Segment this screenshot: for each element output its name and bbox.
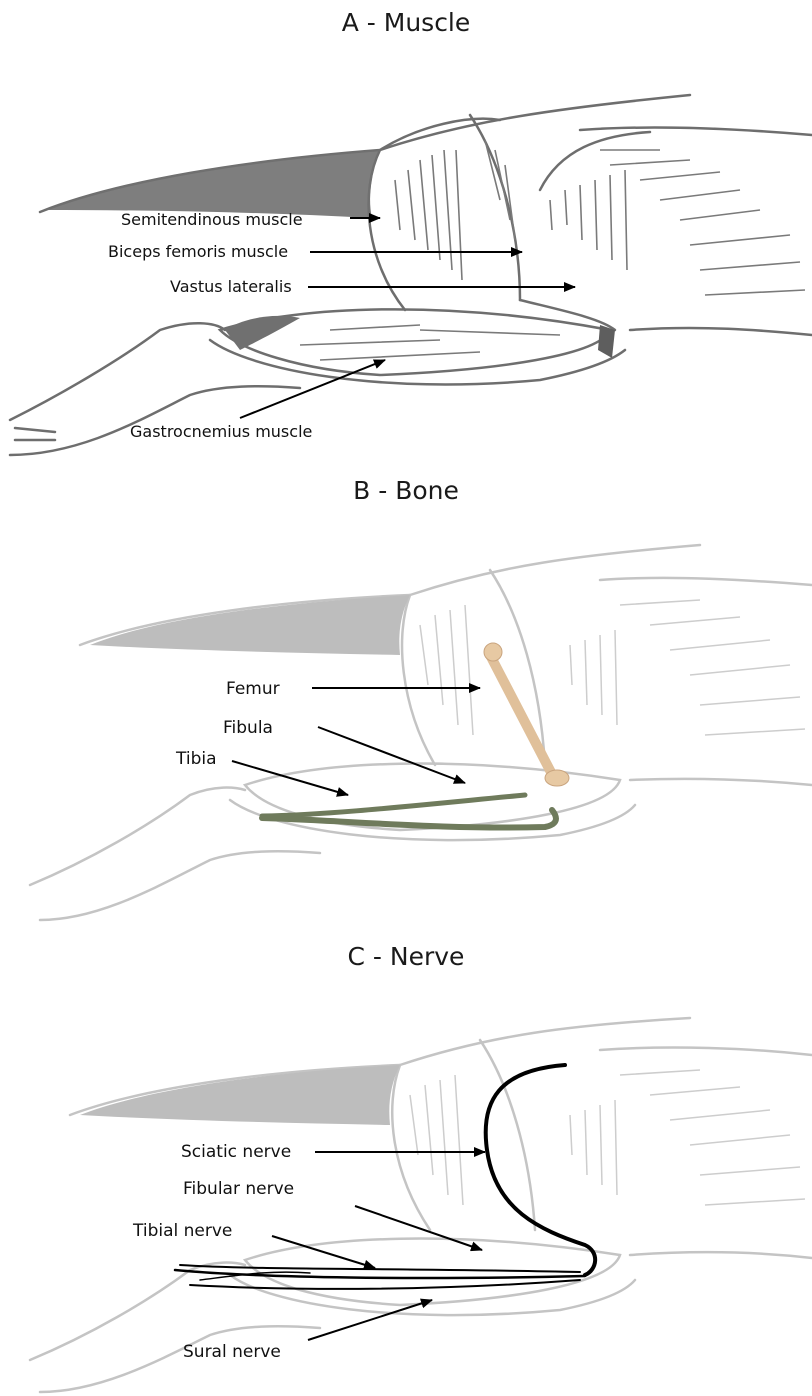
tibia-fibula-bones	[262, 795, 556, 828]
femur-bone	[484, 643, 569, 786]
nerve-illustration	[0, 930, 812, 1396]
panel-b-bone: B - Bone	[0, 465, 812, 930]
hatching-light-c	[410, 1070, 805, 1205]
label-biceps-femoris-muscle: Biceps femoris muscle	[108, 242, 288, 262]
leg-outline-c	[30, 1018, 812, 1392]
back-fill-light	[90, 595, 410, 655]
label-tibial-nerve: Tibial nerve	[133, 1221, 232, 1241]
panel-a-muscle: A - Muscle	[0, 0, 812, 465]
label-gastrocnemius-muscle: Gastrocnemius muscle	[130, 422, 312, 442]
label-fibular-nerve: Fibular nerve	[183, 1179, 294, 1199]
fibular-nerve-path	[180, 1265, 580, 1272]
panel-c-nerve: C - Nerve	[0, 930, 812, 1396]
muscle-illustration	[0, 0, 812, 465]
label-femur: Femur	[226, 679, 280, 699]
label-semitendinous-muscle: Semitendinous muscle	[121, 210, 303, 230]
bone-illustration	[0, 465, 812, 930]
arrow-gastrocnemius	[240, 360, 385, 418]
label-sural-nerve: Sural nerve	[183, 1342, 281, 1362]
label-tibia: Tibia	[176, 749, 217, 769]
back-fill-light-c	[80, 1065, 400, 1125]
semitendinous-fill	[45, 150, 380, 218]
label-sciatic-nerve: Sciatic nerve	[181, 1142, 291, 1162]
leg-outline-b	[30, 545, 812, 920]
label-fibula: Fibula	[223, 718, 273, 738]
leg-outline-a	[10, 95, 812, 455]
gastrocnemius-fill	[225, 316, 300, 350]
arrow-fibula	[318, 727, 465, 783]
hatching-light	[420, 600, 805, 735]
knee-fill	[598, 325, 615, 358]
label-vastus-lateralis: Vastus lateralis	[170, 277, 292, 297]
